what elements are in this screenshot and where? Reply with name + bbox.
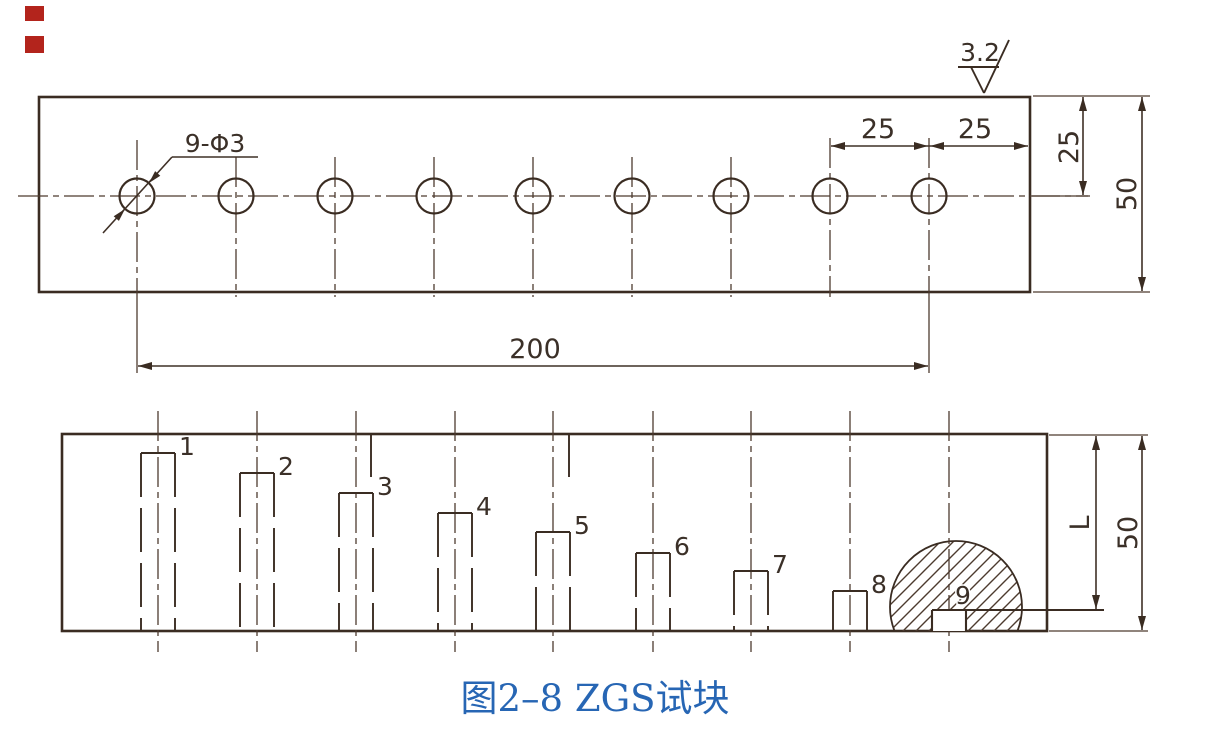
red-mark xyxy=(25,6,44,21)
arrowhead xyxy=(1092,595,1100,609)
dim-value-50-vertical: 50 xyxy=(1113,516,1144,550)
dim-value-50-vertical: 50 xyxy=(1112,177,1143,211)
plate-outline-bottom-view xyxy=(60,432,1049,633)
hole-depth-label: 3 xyxy=(377,472,393,501)
arrowhead xyxy=(831,142,845,150)
hole-circle xyxy=(712,177,750,215)
dim-value-25: 25 xyxy=(958,114,992,145)
hole-circles xyxy=(118,138,948,373)
top-view: 9-Φ3 3.2 25 25 xyxy=(18,38,1150,373)
dim-value-25-vertical: 25 xyxy=(1054,130,1085,164)
arrowhead xyxy=(138,362,152,370)
hole9-clearance xyxy=(932,610,966,631)
dimension-span-200: 200 xyxy=(138,334,928,370)
arrowhead xyxy=(1079,181,1087,195)
arrowhead xyxy=(1079,97,1087,111)
hole-depth-label: 7 xyxy=(772,550,788,579)
dim-value-25: 25 xyxy=(861,114,895,145)
hole-depth-label: 2 xyxy=(278,452,294,481)
hatched-circle xyxy=(889,540,1023,631)
hole-circle xyxy=(316,177,354,215)
hole-circle xyxy=(514,177,552,215)
hole-circle xyxy=(118,177,156,215)
dim-value-200: 200 xyxy=(509,334,561,365)
arrowhead xyxy=(914,142,928,150)
hole-circle xyxy=(415,177,453,215)
hole-depth-label: 4 xyxy=(476,492,492,521)
surface-roughness-symbol: 3.2 xyxy=(958,38,1010,94)
red-mark xyxy=(25,36,44,53)
arrowhead xyxy=(1138,616,1146,630)
figure-caption: 图2–8 ZGS试块 xyxy=(461,677,730,720)
arrowhead xyxy=(149,171,161,183)
arrowhead xyxy=(1138,277,1146,291)
hole-circle xyxy=(910,177,948,215)
arrowhead xyxy=(1138,436,1146,450)
hole-depth-label: 1 xyxy=(179,432,195,461)
hole-count-label: 9-Φ3 xyxy=(185,129,246,158)
dim-value-L: L xyxy=(1065,515,1096,530)
hole-depth-label: 8 xyxy=(871,570,887,599)
hole-circle xyxy=(613,177,651,215)
bottom-view: 1 2 3 4 5 6 7 8 9 L 50 xyxy=(60,411,1148,652)
flat-bottom-holes: 1 2 3 4 5 6 7 8 9 xyxy=(140,411,972,652)
hatch-section xyxy=(889,540,1023,631)
plate-outline-top-view xyxy=(37,95,1032,294)
hole-depth-label: 6 xyxy=(674,532,690,561)
roughness-check-right xyxy=(983,39,1010,94)
dimension-right-side-top-view: 25 50 xyxy=(1032,95,1150,293)
hole-circle xyxy=(217,177,255,215)
roughness-check-left xyxy=(970,66,985,94)
arrowhead xyxy=(1138,97,1146,111)
dimension-right-side-bottom-view: L 50 xyxy=(1049,434,1148,632)
hole-depth-label: 5 xyxy=(574,511,590,540)
arrowhead xyxy=(930,142,944,150)
hole-count-callout: 9-Φ3 xyxy=(102,129,258,234)
hole-depth-label: 9 xyxy=(955,581,971,610)
arrowhead xyxy=(113,209,125,221)
arrowhead xyxy=(914,362,928,370)
arrowhead xyxy=(1014,142,1028,150)
leader-line-diagonal xyxy=(102,156,173,234)
hole-circle xyxy=(811,177,849,215)
arrowhead xyxy=(1092,436,1100,450)
roughness-value: 3.2 xyxy=(960,38,1000,67)
dimension-pitch-25-25: 25 25 xyxy=(831,114,1028,150)
red-marks xyxy=(25,6,44,53)
